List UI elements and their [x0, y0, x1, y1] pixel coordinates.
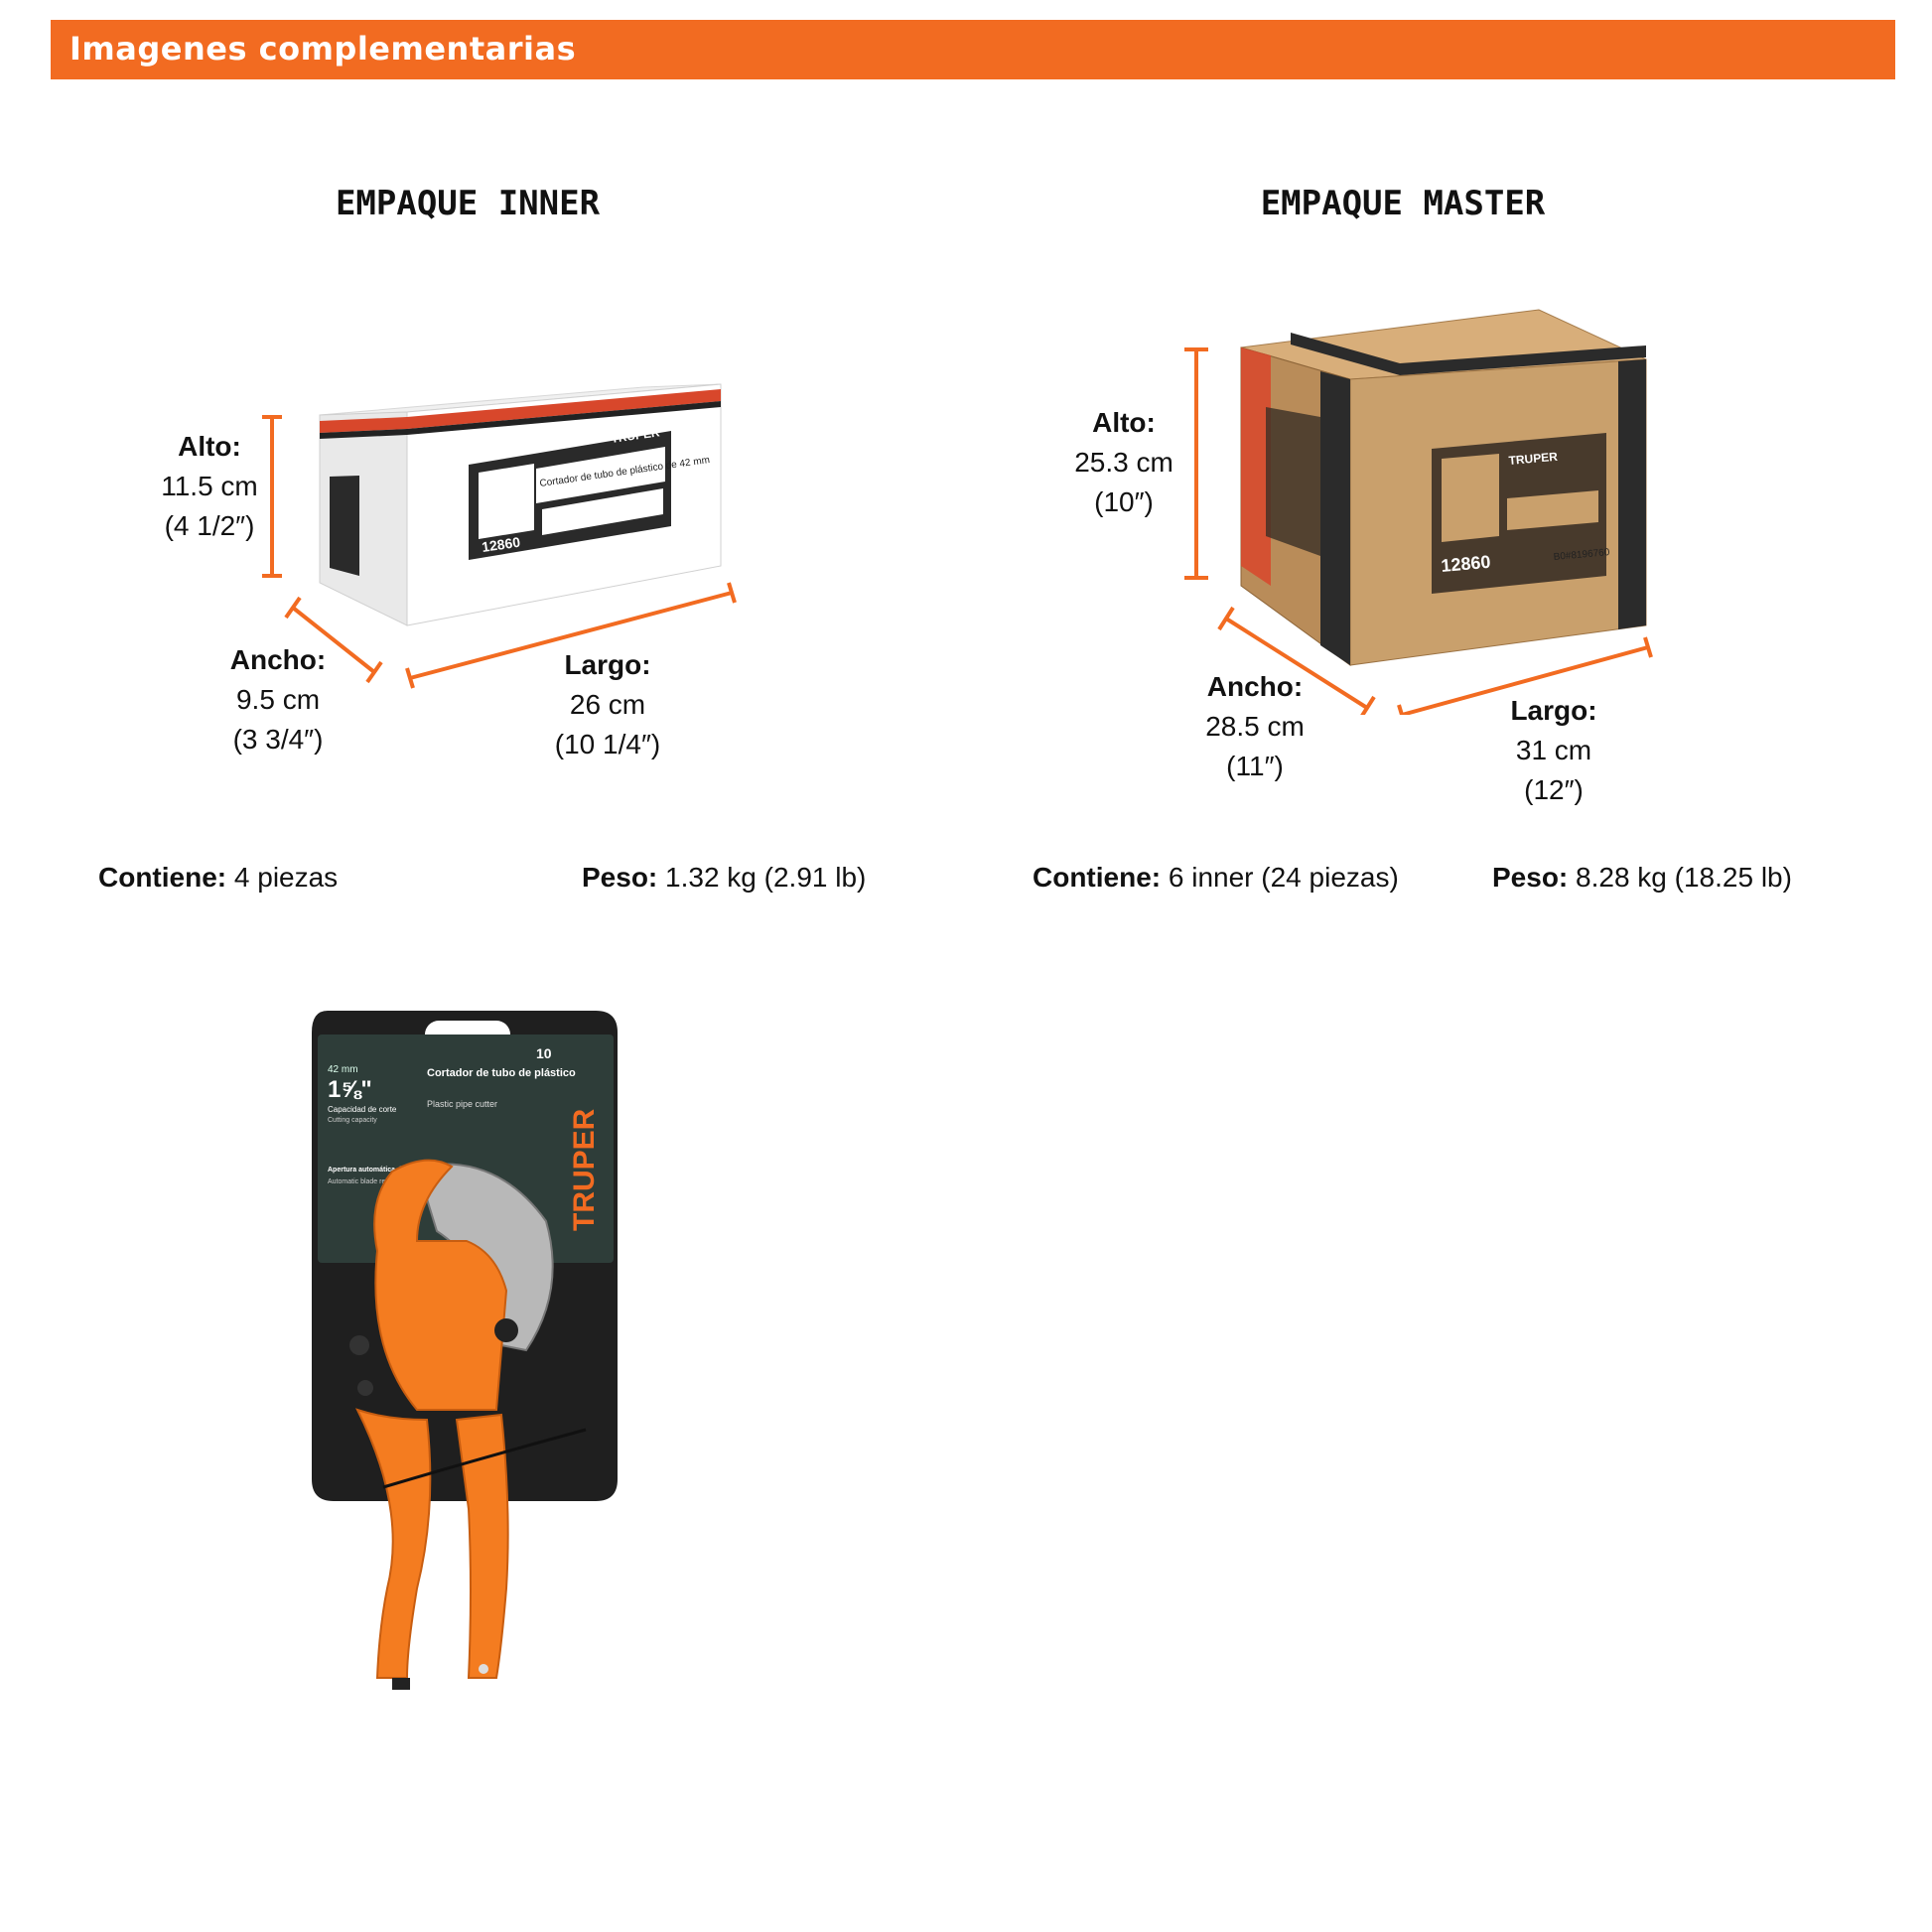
master-ancho-metric: 28.5 cm [1205, 711, 1305, 742]
inner-ancho: Ancho: 9.5 cm (3 3/4″) [179, 640, 377, 759]
product-image: 42 mm 1⅝" Capacidad de corte Cutting cap… [312, 1011, 618, 1690]
master-largo-label: Largo: [1510, 695, 1597, 726]
card-brand: TRUPER [568, 1108, 601, 1231]
master-ancho-imperial: (11″) [1226, 751, 1284, 781]
inner-box-illustration: Cortador de tubo de plástico de 42 mm 12… [262, 383, 737, 689]
card-warranty: 10 [536, 1045, 552, 1061]
inner-ancho-metric: 9.5 cm [235, 684, 321, 715]
master-dimension-lines [1184, 347, 1653, 715]
master-contiene-label: Contiene: [1033, 862, 1162, 893]
master-peso: Peso: 8.28 kg (18.25 lb) [1492, 862, 1792, 894]
master-ancho-label: Ancho: [1206, 671, 1304, 702]
inner-alto: Alto: 11.5 cm (4 1/2″) [110, 427, 309, 546]
inner-alto-metric: 11.5 cm [161, 471, 258, 501]
inner-peso-value: 1.32 kg (2.91 lb) [665, 862, 867, 893]
inner-contiene: Contiene: 4 piezas [98, 862, 338, 894]
master-largo-metric: 31 cm [1515, 735, 1592, 765]
master-contiene-value: 6 inner (24 piezas) [1168, 862, 1399, 893]
header-bar [51, 20, 1895, 79]
inner-ancho-imperial: (3 3/4″) [232, 724, 324, 755]
master-title: EMPAQUE MASTER [1260, 184, 1546, 223]
master-ancho: Ancho: 28.5 cm (11″) [1156, 667, 1354, 786]
master-box-code: 12860 [1441, 552, 1492, 576]
master-box-illustration: TRUPER 12860 B0#8196760 [1184, 309, 1653, 715]
inner-alto-imperial: (4 1/2″) [164, 510, 255, 541]
inner-alto-label: Alto: [178, 431, 241, 462]
inner-box-code: 12860 [481, 534, 521, 555]
inner-peso-label: Peso: [582, 862, 658, 893]
master-alto-imperial: (10″) [1094, 486, 1154, 517]
inner-contiene-value: 4 piezas [233, 862, 339, 893]
card-feature-es: Apertura automática de cuchilla [328, 1167, 433, 1173]
inner-ancho-label: Ancho: [229, 644, 327, 675]
card-size-mm: 42 mm [328, 1064, 358, 1075]
master-peso-label: Peso: [1492, 862, 1569, 893]
inner-barcode [542, 488, 663, 535]
card-capacity-es: Capacidad de corte [328, 1105, 397, 1114]
master-alto-label: Alto: [1092, 407, 1156, 438]
master-largo: Largo: 31 cm (12″) [1454, 691, 1653, 810]
master-largo-imperial: (12″) [1524, 774, 1584, 805]
master-alto-metric: 25.3 cm [1074, 447, 1173, 478]
card-title-es: Cortador de tubo de plástico [427, 1067, 576, 1079]
master-alto: Alto: 25.3 cm (10″) [1025, 403, 1223, 522]
inner-contiene-label: Contiene: [98, 862, 227, 893]
card-feature-en: Automatic blade release [328, 1178, 402, 1185]
master-box-brand: TRUPER [1508, 450, 1559, 468]
inner-box-brand: TRUPER [610, 425, 660, 446]
inner-title: EMPAQUE INNER [335, 184, 601, 223]
inner-largo-imperial: (10 1/4″) [554, 729, 661, 759]
header-title: Imagenes complementarias [69, 30, 577, 68]
master-peso-value: 8.28 kg (18.25 lb) [1576, 862, 1792, 893]
inner-largo-label: Largo: [564, 649, 651, 680]
master-box-lot: B0#8196760 [1553, 547, 1610, 563]
inner-largo-metric: 26 cm [569, 689, 646, 720]
inner-peso: Peso: 1.32 kg (2.91 lb) [582, 862, 866, 894]
card-title-en: Plastic pipe cutter [427, 1099, 497, 1109]
card-size-in: 1⅝" [328, 1076, 372, 1103]
master-contiene: Contiene: 6 inner (24 piezas) [1033, 862, 1399, 894]
card-capacity-en: Cutting capacity [328, 1117, 377, 1124]
inner-dimension-lines [262, 415, 737, 689]
inner-largo: Largo: 26 cm (10 1/4″) [508, 645, 707, 764]
